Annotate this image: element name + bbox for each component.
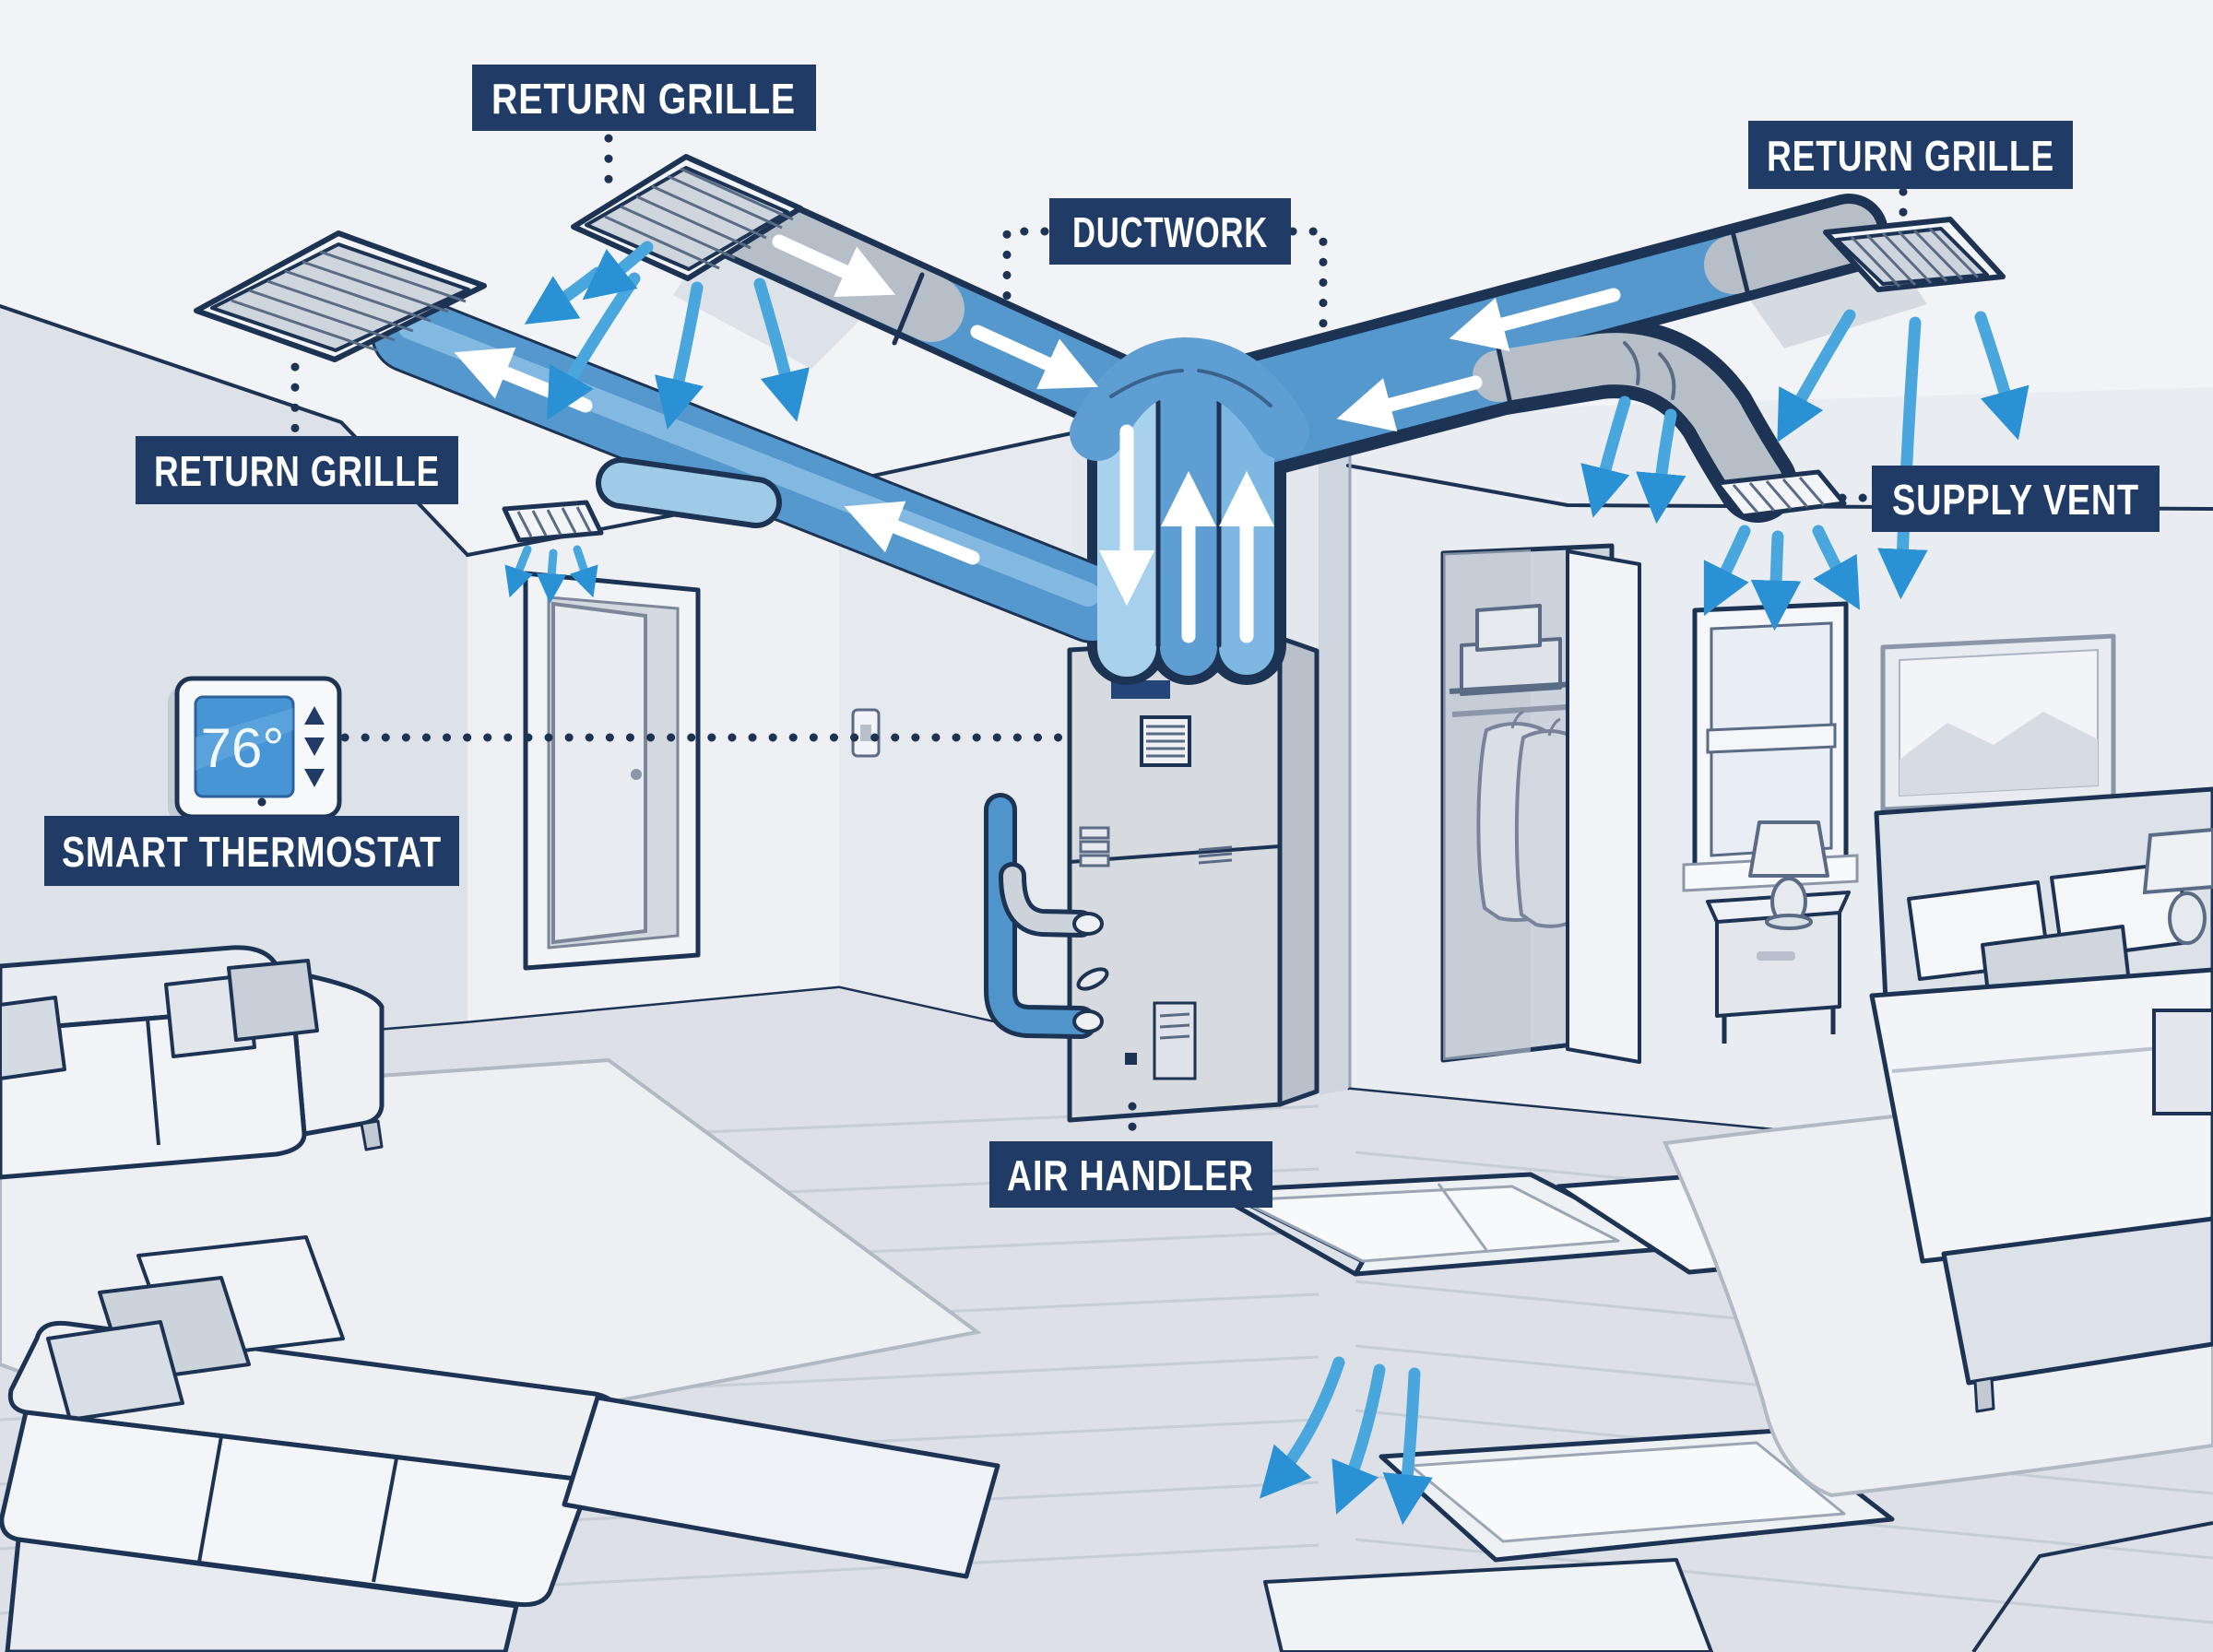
handler-louver-vent: [1140, 715, 1191, 767]
airflow-arrow-icon: [1636, 408, 1686, 525]
svg-text:RETURN GRILLE: RETURN GRILLE: [491, 75, 796, 123]
dotted-connectors: [257, 134, 1908, 1142]
door-knob: [631, 769, 642, 780]
nightstand-left: [1706, 891, 1851, 1044]
flex-duct: [1473, 333, 1783, 509]
smart-thermostat-device: 76°: [168, 676, 342, 824]
valve-handle: [1076, 967, 1109, 991]
return-grille-icon-left: [194, 230, 487, 362]
door-leaf: [551, 601, 647, 945]
partition-edge: [1319, 406, 1350, 1095]
picture-mountains: [1899, 712, 2098, 796]
light-switch: [851, 708, 881, 758]
labels: RETURN GRILLE DUCTWORK RETURN GRILLE RET…: [44, 65, 2160, 1208]
air-handler-unit: [984, 635, 1320, 1123]
window: [1682, 601, 1859, 892]
handler-pipes: [984, 793, 1109, 1039]
handler-details: [1079, 826, 1233, 1080]
mattress: [1869, 967, 2213, 1264]
duct-junction: [1070, 337, 1309, 461]
airflow-arrow-icon: [1382, 1367, 1433, 1526]
label-return-grille-top-right: RETURN GRILLE: [1748, 121, 2073, 189]
airflow-arrow-icon: [1777, 309, 1856, 443]
label-return-grille-top-left: RETURN GRILLE: [472, 65, 816, 131]
duct-flow-arrow-icon: [1336, 375, 1483, 432]
airflow-arrow-icon: [569, 545, 598, 598]
duct-flow-arrow-icon: [970, 324, 1099, 390]
pillow: [0, 996, 66, 1080]
svg-text:DUCTWORK: DUCTWORK: [1072, 208, 1268, 256]
thermostat-screen: [194, 695, 295, 798]
pillow: [227, 959, 319, 1042]
return-grille-icon-top-right: [1823, 217, 2006, 292]
airflow-arrow-icon: [582, 241, 654, 301]
screen-gloss: [195, 708, 293, 771]
handler-label-plate: [1111, 680, 1170, 699]
ceiling-crease-left: [0, 304, 469, 557]
duct-highlight: [398, 315, 1100, 607]
svg-text:AIR HANDLER: AIR HANDLER: [1007, 1151, 1254, 1199]
airflow-arrow-icon: [1703, 525, 1751, 617]
airflow-arrow-icon: [536, 549, 567, 604]
closet: [1440, 543, 1641, 1064]
hallway-vent-icon: [502, 500, 604, 543]
lamp-right-shade: [2142, 827, 2213, 895]
hallway-door: [523, 571, 701, 971]
airflow-arrow-icon: [1331, 1363, 1386, 1515]
airflow-arrow-icon: [1259, 1356, 1345, 1499]
closet-door: [1566, 549, 1641, 1064]
bed: [1869, 786, 2213, 1264]
airflow-arrows: [504, 241, 2030, 1526]
thermostat-up-icon: [304, 706, 325, 725]
pillow: [46, 1320, 184, 1422]
nightstand-right: [2142, 827, 2213, 1115]
bench: [1941, 1216, 2213, 1413]
ductwork-system: [371, 177, 1927, 685]
grilles: [194, 154, 2006, 543]
duct-boot: [601, 463, 776, 523]
airflow-arrow-icon: [504, 545, 534, 598]
label-supply-vent: SUPPLY VENT: [1872, 466, 2160, 532]
svg-text:SUPPLY VENT: SUPPLY VENT: [1892, 476, 2139, 524]
airflow-arrow-icon: [1580, 395, 1631, 518]
duct-flow-arrow-icon: [772, 234, 896, 298]
thermostat-down-icon: [304, 738, 325, 756]
label-ductwork: DUCTWORK: [1049, 198, 1291, 265]
label-smart-thermostat: SMART THERMOSTAT: [44, 816, 459, 886]
svg-text:SMART THERMOSTAT: SMART THERMOSTAT: [62, 828, 442, 876]
airflow-arrow-icon: [1974, 311, 2030, 441]
label-air-handler: AIR HANDLER: [989, 1141, 1272, 1208]
svg-text:RETURN GRILLE: RETURN GRILLE: [1767, 132, 2054, 180]
dotted-connector: [1288, 227, 1328, 344]
supply-vent-icon: [1714, 469, 1847, 519]
sofa-front: [0, 1235, 1000, 1652]
living-room: [0, 945, 1000, 1652]
sofa-back-left: [0, 945, 385, 1180]
lamp-left: [1748, 820, 1829, 930]
label-return-grille-left: RETURN GRILLE: [136, 436, 458, 504]
duct-flow-arrow-icon: [844, 501, 980, 565]
return-grille-icon-top-left: [571, 154, 803, 281]
airflow-arrow-icon: [655, 281, 704, 430]
duct-flow-arrow-icon: [1449, 288, 1621, 351]
dotted-connector: [1002, 227, 1049, 309]
airflow-arrow-icon: [1877, 316, 1928, 600]
thermostat-down-icon: [304, 769, 325, 787]
airflow-arrow-icon: [753, 277, 810, 422]
airflow-arrow-icon: [1750, 530, 1802, 631]
airflow-arrow-icon: [1812, 525, 1861, 610]
svg-text:RETURN GRILLE: RETURN GRILLE: [154, 447, 440, 495]
bedroom: [1663, 601, 2213, 1498]
thermostat-temperature: 76°: [201, 717, 285, 779]
picture-frame: [1880, 633, 2116, 812]
